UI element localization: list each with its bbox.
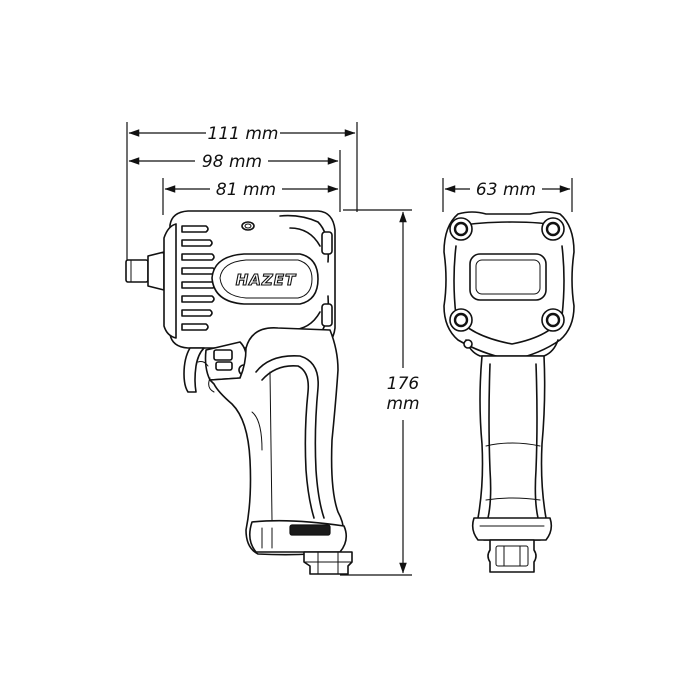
- height-unit-label: mm: [386, 394, 419, 414]
- rear-bolts: [449, 217, 565, 332]
- mid-length-label: 98 mm: [202, 152, 262, 172]
- wrench-side-view: HAZET: [125, 210, 353, 575]
- reverse-switch: [197, 341, 250, 393]
- brand-badge: [211, 253, 319, 305]
- body-length-label: 81 mm: [216, 180, 276, 200]
- trigger: [183, 347, 205, 393]
- top-vent-icon: [241, 221, 255, 231]
- dimension-lines: [126, 122, 573, 576]
- square-drive-anvil: [125, 259, 149, 283]
- height-value-label: 176: [387, 374, 420, 394]
- grip-marking: [289, 524, 331, 536]
- air-inlet: [303, 551, 353, 575]
- rear-air-inlet: [487, 539, 537, 573]
- width-label: 63 mm: [476, 180, 536, 200]
- cooling-ribs: [181, 225, 216, 331]
- overall-length-label: 111 mm: [208, 124, 279, 144]
- wrench-rear-view: [443, 211, 575, 573]
- brand-logo-text: HAZET: [236, 271, 297, 289]
- rear-plate: [469, 253, 547, 301]
